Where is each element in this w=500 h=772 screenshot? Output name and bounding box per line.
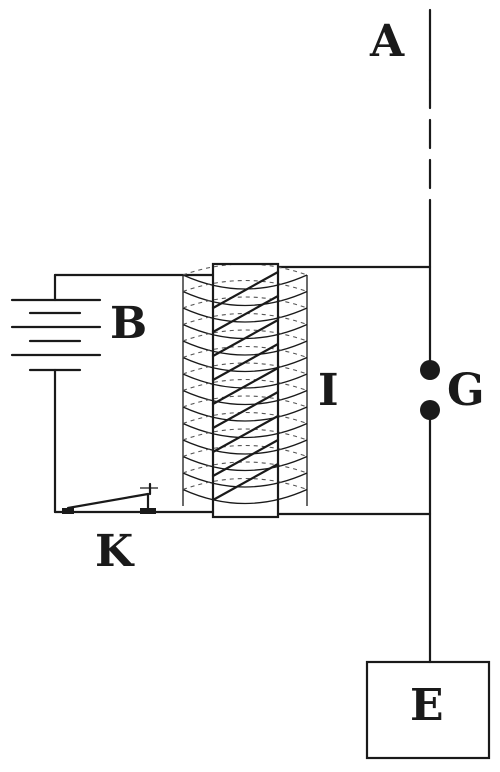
coil-loop-back: [182, 461, 308, 474]
spark-gap: [420, 360, 440, 420]
primary-winding-turn: [211, 390, 280, 430]
coil-loop-back: [182, 428, 308, 441]
coil-loop-front: [182, 389, 308, 406]
label-earth: E: [410, 680, 444, 731]
coil-loop-back: [182, 362, 308, 375]
primary-winding-turn: [211, 270, 280, 310]
primary-winding-turn: [211, 342, 280, 382]
coil-loop-front: [182, 307, 308, 323]
primary-winding-turn: [211, 318, 280, 358]
label-key: K: [95, 526, 135, 577]
earth-box: [365, 660, 491, 760]
coil-loop-front: [182, 488, 308, 505]
battery: [10, 298, 102, 372]
spark-gap-ball-upper: [420, 360, 440, 380]
coil-loop-front: [182, 455, 308, 472]
coil-loop-back: [182, 477, 308, 491]
coil-loop-back: [182, 312, 308, 326]
primary-winding-turn: [211, 414, 280, 454]
coil-loop-front: [182, 274, 308, 290]
coil-loop-front: [182, 472, 308, 488]
coil-loop-back: [182, 395, 308, 408]
induction-coil: [182, 262, 308, 519]
coil-loop-back: [182, 263, 308, 276]
coil-loop-back: [182, 345, 308, 359]
coil-loop-front: [182, 356, 308, 373]
primary-winding: [211, 270, 280, 502]
primary-winding-turn: [211, 462, 280, 502]
coil-loop-front: [182, 340, 308, 356]
label-battery: B: [110, 298, 147, 349]
coil-loop-front: [182, 406, 308, 422]
label-coil: I: [318, 365, 339, 416]
secondary-winding: [182, 263, 308, 506]
spark-gap-ball-lower: [420, 400, 440, 420]
coil-loop-front: [182, 323, 308, 340]
coil-loop-front: [182, 422, 308, 439]
label-antenna: A: [369, 16, 405, 67]
primary-winding-turn: [211, 294, 280, 334]
coil-loop-front: [182, 290, 308, 307]
telegraph-key: [62, 482, 158, 514]
coil-loop-back: [182, 279, 308, 293]
coil-loop-back: [182, 329, 308, 342]
coil-loop-front: [182, 373, 308, 389]
coil-loop-front: [182, 439, 308, 455]
coil-loop-back: [182, 378, 308, 392]
primary-winding-turn: [211, 366, 280, 406]
iron-core: [211, 262, 280, 519]
coil-loop-back: [182, 411, 308, 425]
coil-loop-back: [182, 444, 308, 458]
primary-circuit: [53, 273, 215, 514]
coil-loop-back: [182, 296, 308, 309]
primary-winding-turn: [211, 438, 280, 478]
label-spark-gap: G: [447, 365, 485, 416]
